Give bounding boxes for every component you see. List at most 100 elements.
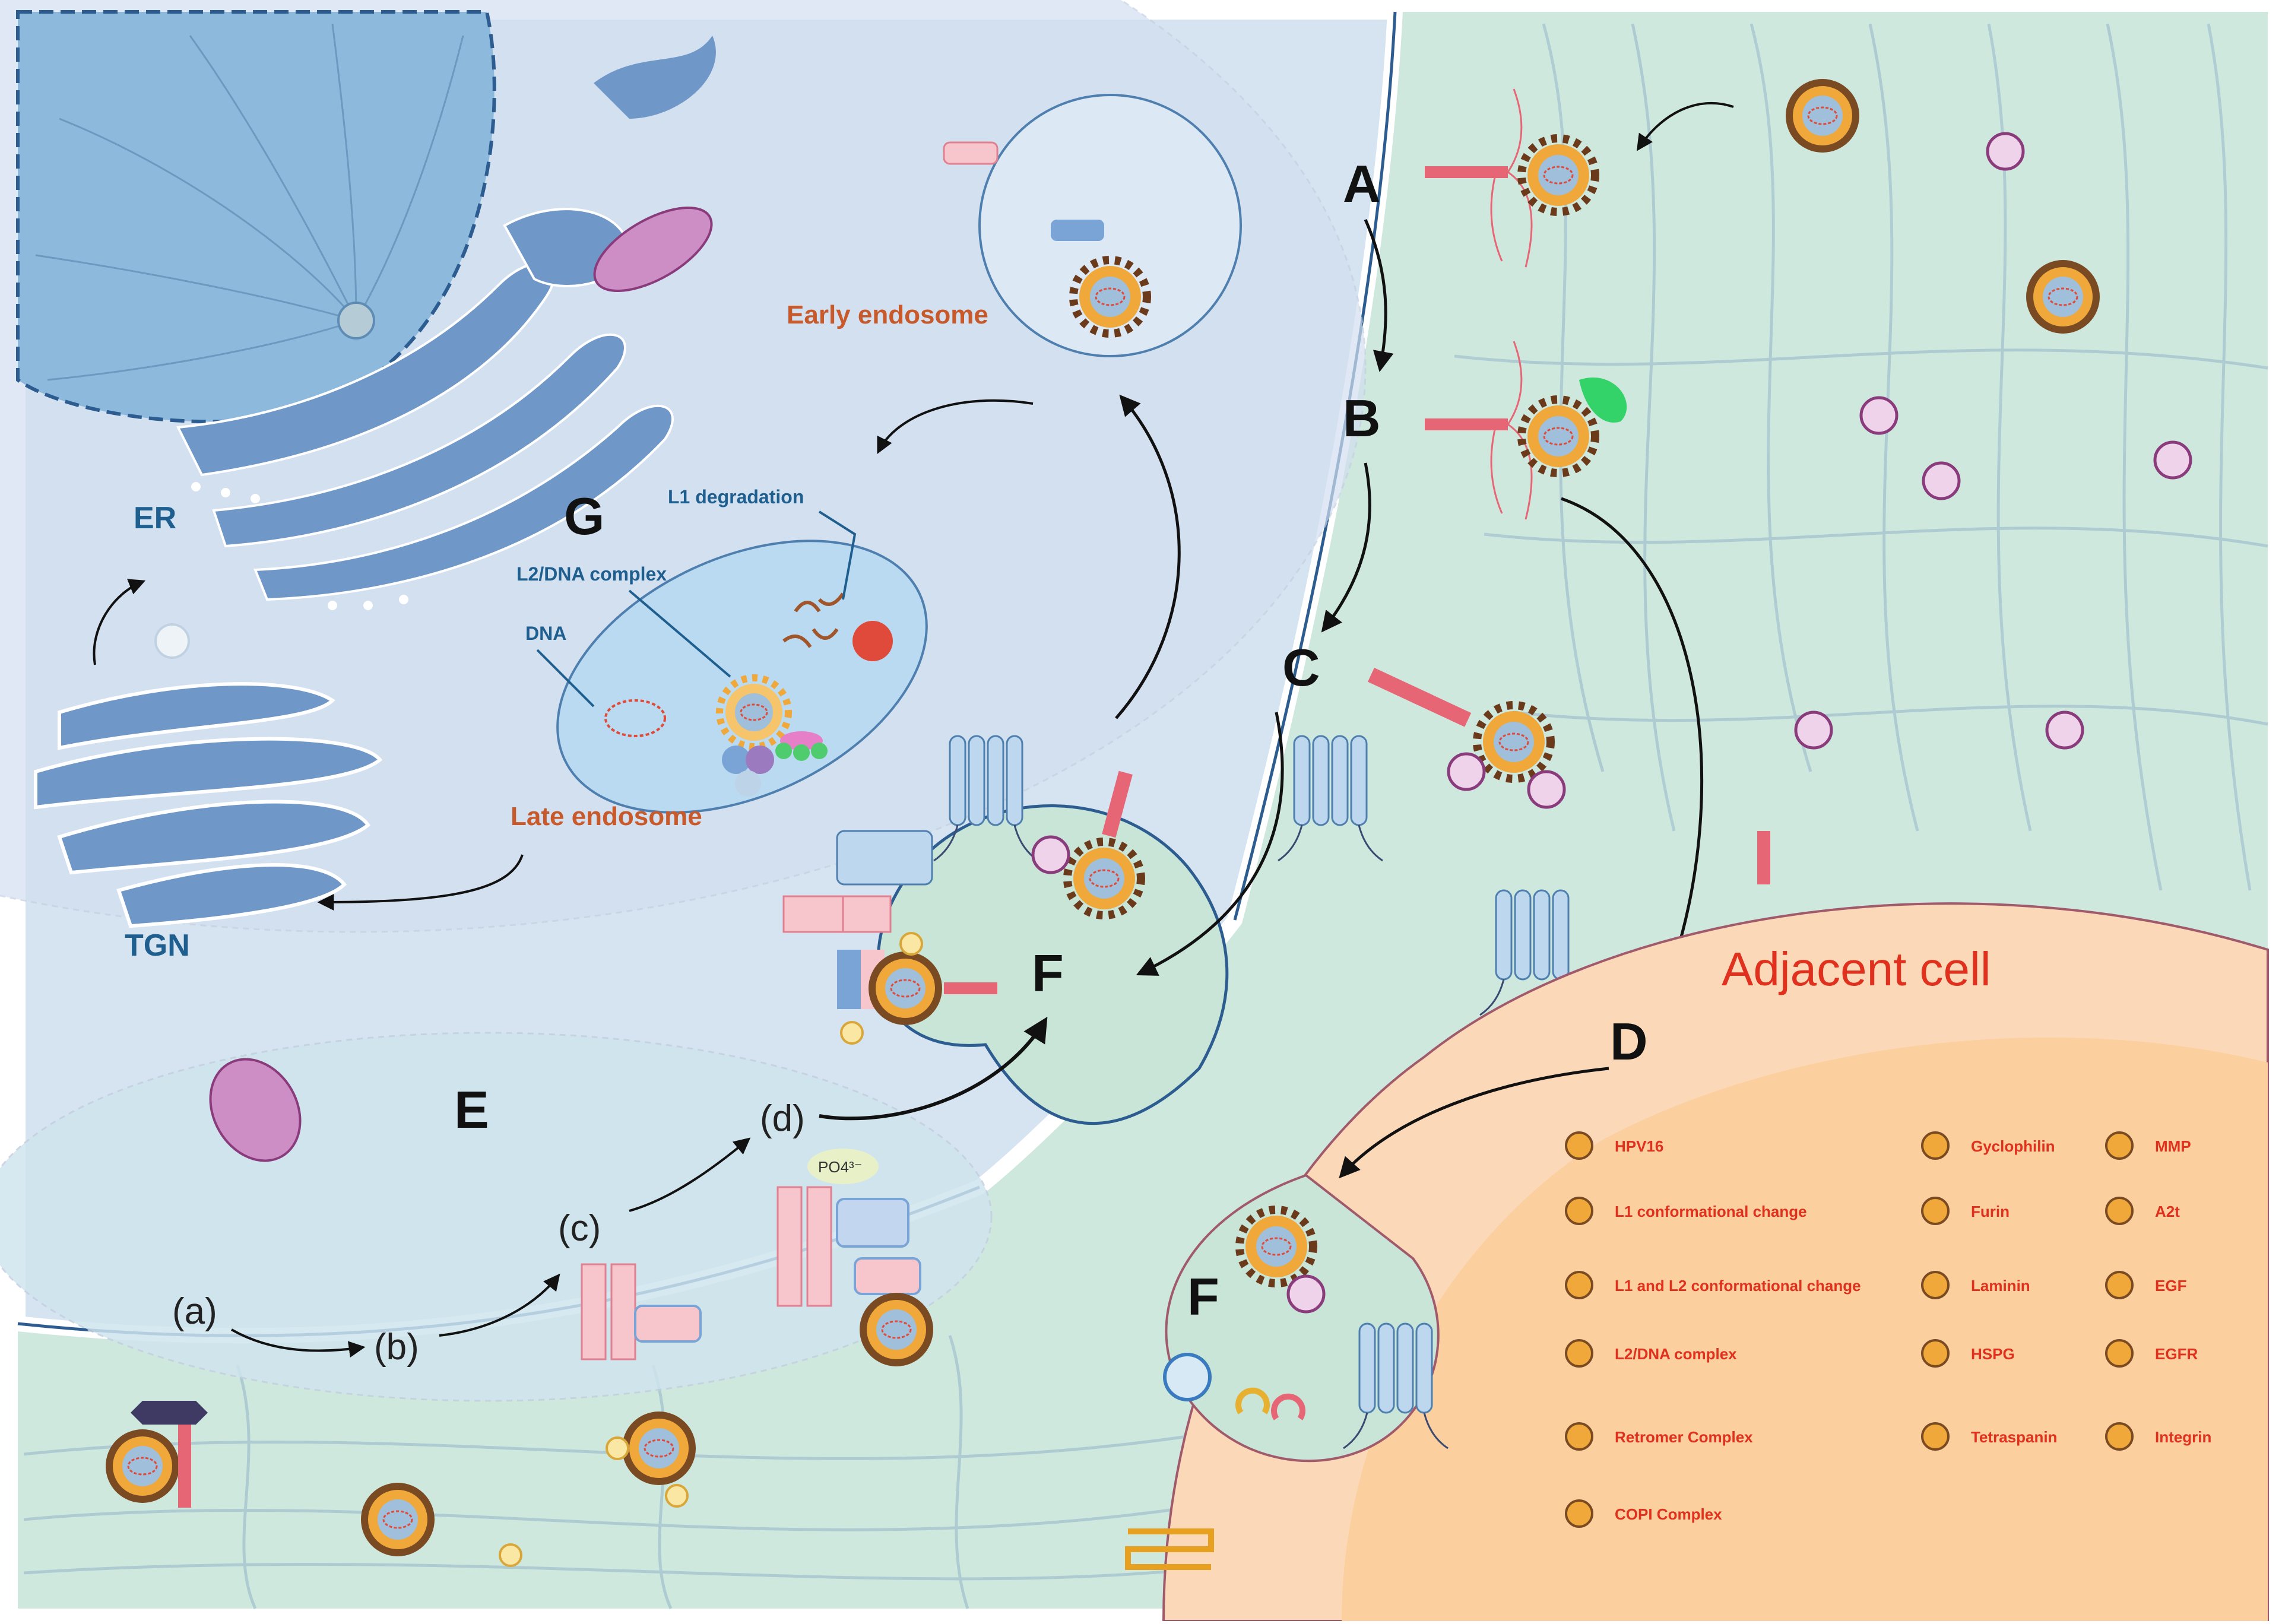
early-endosome-label: Early endosome [787,300,988,329]
hspg-icon-adjacent [1757,831,1770,884]
hpv16-e-icon-d [360,1482,436,1558]
trans-golgi-network [34,682,383,928]
a2t-egfr-cluster-icon [782,830,933,1009]
hpv16-e-icon-c [104,1428,180,1504]
early-endosome [978,94,1242,357]
legend-label: Tetraspanin [1971,1428,2057,1446]
l1-degradation-label: L1 degradation [668,486,804,508]
legend-item: EGFR [2105,1339,2198,1368]
egfr-receptor-group [581,1186,921,1360]
hpv16-at-egfr-icon [867,950,943,1026]
laminin-free-a [1988,134,2023,169]
step-a-label: A [1343,154,1381,213]
egfr-icon [2105,1339,2134,1368]
l1-l2-change-icon [1565,1271,1593,1299]
a2t-icon [2105,1197,2134,1225]
copi-icon [1565,1499,1593,1528]
virus-in-pocket-icon [1067,842,1141,915]
er-label: ER [134,501,176,535]
legend-label: Integrin [2155,1428,2211,1446]
substep-d-label: (d) [760,1098,805,1139]
egf-icon-e-b [665,1484,689,1508]
legend-item: A2t [2105,1197,2180,1225]
step-f-adjacent-label: F [1187,1267,1219,1326]
endoplasmic-reticulum [176,208,674,601]
legend-label: L1 conformational change [1615,1203,1807,1220]
nuclear-pore-lines [35,23,464,381]
laminin-step-c-b [1529,772,1564,807]
legend-item: L1 and L2 conformational change [1565,1271,1861,1299]
mitochondrion-icon-lower [209,1058,302,1162]
legend-label: HPV16 [1615,1137,1663,1155]
legend-label: EGF [2155,1277,2186,1295]
mmp-icon-e [131,1401,208,1425]
l2-dna-complex-pointer [628,589,731,678]
egf-icon-e-c [499,1543,522,1567]
egf-icon [2105,1271,2134,1299]
legend-label: A2t [2155,1203,2180,1220]
hpv16-e-icon-a [858,1292,934,1368]
laminin-free-d [2155,442,2191,478]
tgn-label: TGN [125,928,190,963]
receptor-u-icon-b [1271,1393,1305,1420]
mmp-icon [2105,1131,2134,1160]
dna-label: DNA [525,623,566,644]
laminin-free-b [1861,398,1897,433]
hspg-icon-e [178,1425,191,1508]
furin-icon [1921,1197,1950,1225]
receptor-u-icon-a [1235,1387,1270,1414]
l1-change-icon [1565,1197,1593,1225]
l1-degradation-pointer [818,510,857,600]
a2t-icon-early-endosome [943,141,999,165]
nuclear-pore-icon [337,302,375,340]
step-g-label: G [564,487,604,545]
d-to-f-adjacent-arrow [1339,1067,1609,1179]
laminin-free-c [1923,463,1959,499]
substep-a-label: (a) [172,1291,217,1332]
hpv16-icon [1565,1131,1593,1160]
b-to-c-arrow [439,1273,560,1337]
c-to-f-arrow [1136,712,1284,976]
cyclophilin-icon-late-endosome [852,621,893,661]
golgi-fragment-adjacent-icon [1125,1528,1214,1570]
copi-complex-icon [775,731,828,761]
phosphate-bubble [807,1149,879,1184]
legend-label: Laminin [1971,1277,2030,1295]
legend-item: Integrin [2105,1422,2211,1451]
step-e-label: E [454,1080,489,1139]
l1-degradation-fragments-icon [782,592,845,648]
legend-item: HSPG [1921,1339,2015,1368]
hpv16-e-icon-b [621,1410,697,1486]
hpv16-adjacent-icon [1240,1210,1313,1283]
legend-label: L2/DNA complex [1615,1345,1737,1363]
retromer-complex-icon [722,746,774,797]
legend-label: L1 and L2 conformational change [1615,1277,1861,1295]
er-ribosomes [191,482,408,610]
substep-b-label: (b) [374,1327,419,1368]
step-b-label: B [1343,389,1381,448]
legend-item: Gyclophilin [1921,1131,2055,1160]
legend-label: MMP [2155,1137,2191,1155]
legend-item: EGF [2105,1271,2186,1299]
laminin-icon [1921,1271,1950,1299]
c-to-d-arrow [629,1137,751,1212]
egf-icon-pocket-a [899,932,923,956]
retromer-icon [1565,1422,1593,1451]
legend-label: COPI Complex [1615,1505,1722,1523]
legend-item: COPI Complex [1565,1499,1722,1528]
d-to-f-arrow [819,1016,1048,1121]
b-to-d-step-arrow [1561,497,1704,966]
legend: HPV16 Gyclophilin MMP L1 conformational cha… [1565,1131,2211,1528]
early-to-late-endosome-arrow [877,399,1034,455]
laminin-step-c-a [1449,754,1484,789]
legend-item: L2/DNA complex [1565,1339,1737,1368]
retromer-icon-early-endosome [1051,220,1104,241]
legend-label: Retromer Complex [1615,1428,1753,1446]
a-to-b-step-arrow [1364,218,1394,372]
laminin-icon-pocket [1033,837,1069,873]
laminin-free-f [2047,712,2083,748]
legend-item: Furin [1921,1197,2010,1225]
adjacent-cell-cytoplasm [1342,1038,2268,1621]
tgn-to-er-arrow [93,579,146,665]
